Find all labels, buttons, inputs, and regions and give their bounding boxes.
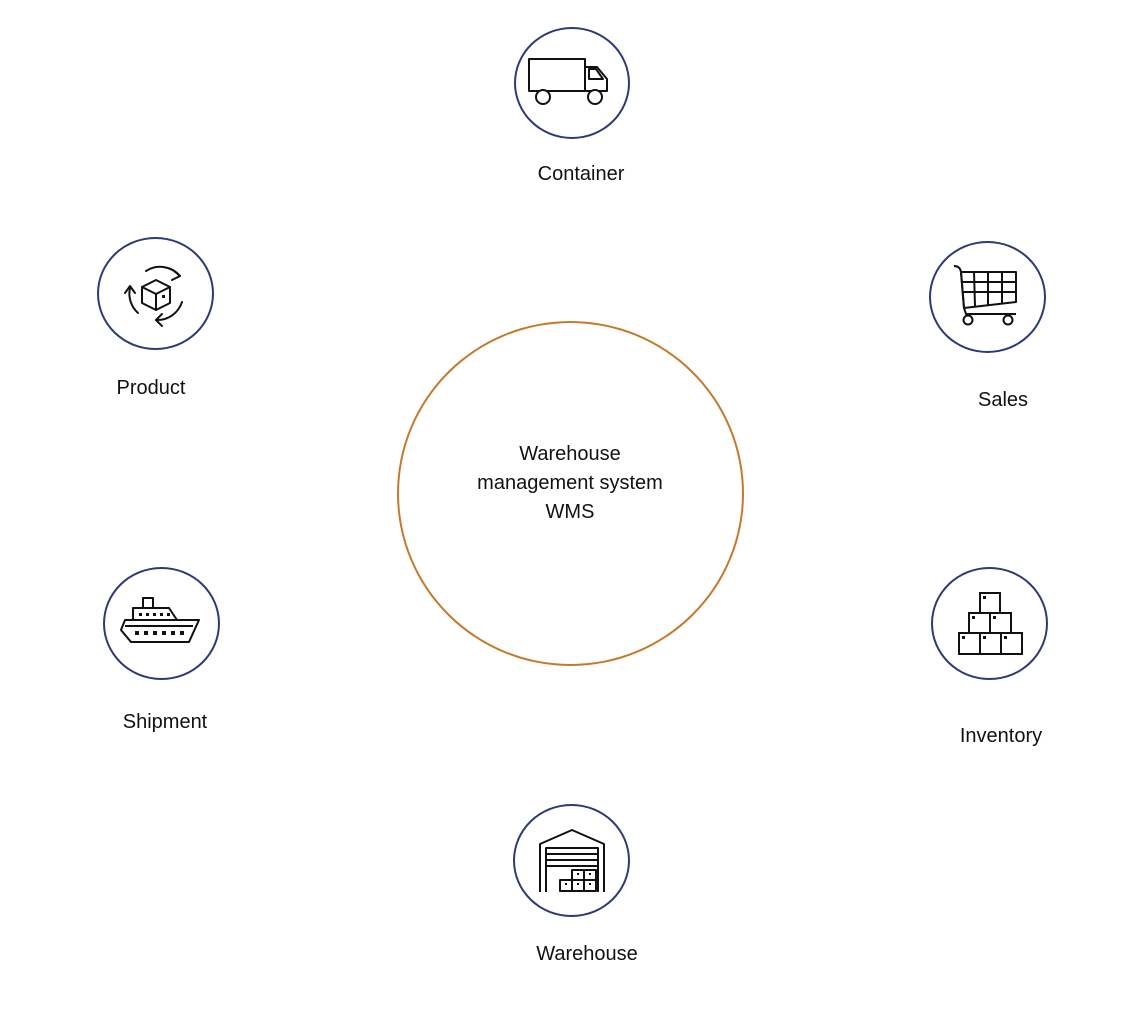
center-hub-line-2: management system <box>477 472 663 494</box>
center-hub-circle <box>397 321 744 666</box>
node-inventory-label: Inventory <box>959 725 1043 747</box>
node-inventory <box>931 567 1048 680</box>
node-shipment <box>103 567 220 680</box>
node-product <box>97 237 214 350</box>
center-hub-label: Warehouse management system WMS <box>477 440 663 527</box>
node-warehouse-label: Warehouse <box>536 943 638 965</box>
node-product-label: Product <box>116 377 186 399</box>
warehouse-icon <box>536 826 608 896</box>
center-hub-line-3: WMS <box>545 501 595 523</box>
ship-icon <box>119 596 205 652</box>
shopping-cart-icon <box>952 262 1024 332</box>
stacked-boxes-icon <box>955 589 1025 659</box>
node-warehouse <box>513 804 630 917</box>
node-sales-label: Sales <box>977 389 1029 411</box>
node-container <box>514 27 630 139</box>
product-cycle-icon <box>120 258 192 330</box>
truck-icon <box>527 55 617 111</box>
center-hub-line-1: Warehouse <box>519 443 621 465</box>
node-container-label: Container <box>537 163 625 185</box>
node-sales <box>929 241 1046 353</box>
node-shipment-label: Shipment <box>122 711 208 733</box>
